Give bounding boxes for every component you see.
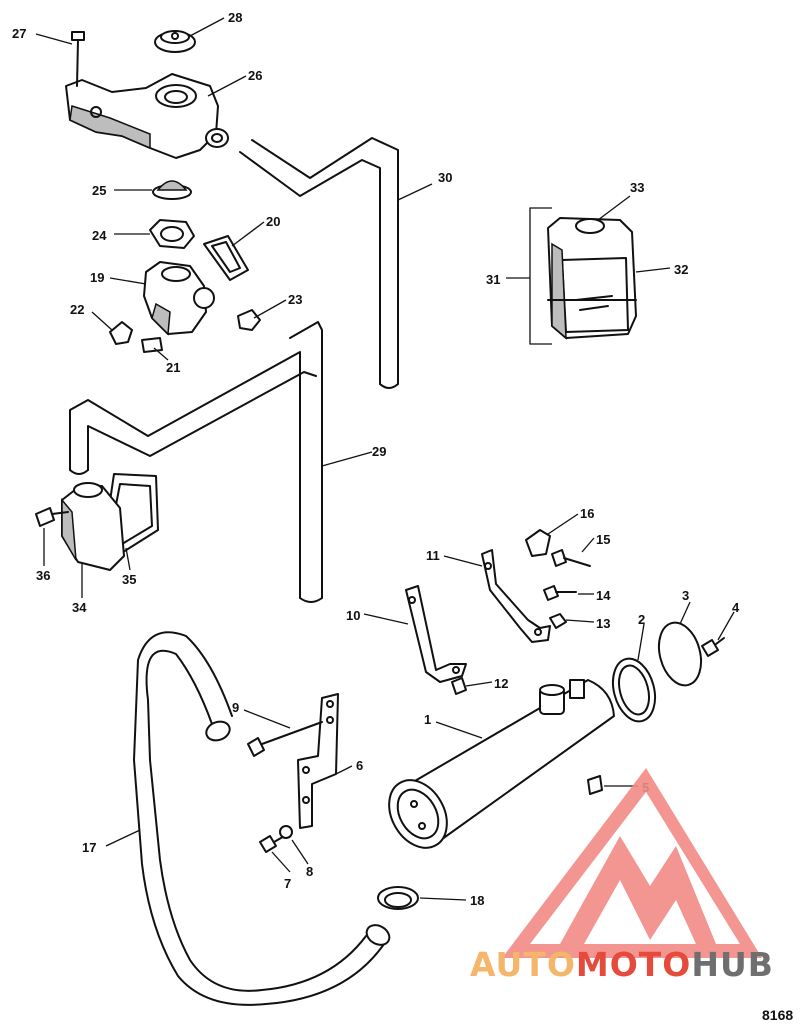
watermark-moto: MOTO (576, 945, 691, 984)
callout-17: 17 (82, 840, 96, 855)
callout-23: 23 (288, 292, 302, 307)
hose-30 (239, 137, 399, 389)
callout-30: 30 (438, 170, 452, 185)
fitting-23 (237, 309, 261, 331)
gasket-20 (203, 235, 249, 281)
callout-28: 28 (228, 10, 242, 25)
callout-35: 35 (122, 572, 136, 587)
callout-6: 6 (356, 758, 363, 773)
reservoir-cap-33 (575, 218, 605, 234)
pressure-cap-28 (154, 30, 196, 53)
coolant-reservoir-32 (547, 217, 637, 340)
drain-plug-5 (587, 775, 603, 795)
hose-17 (133, 631, 391, 1006)
callout-2: 2 (638, 612, 645, 627)
callout-1: 1 (424, 712, 431, 727)
callout-24: 24 (92, 228, 107, 243)
gasket-2 (611, 657, 657, 723)
bracket-31-brace (529, 207, 552, 345)
heat-exchanger-1 (388, 679, 615, 849)
callout-19: 19 (90, 270, 104, 285)
screw-14 (543, 585, 577, 601)
spacer-16 (525, 529, 551, 557)
hose-clamp-18 (377, 886, 419, 910)
callout-labels: 1 2 3 4 5 6 7 8 9 10 11 12 13 14 15 16 1… (12, 10, 740, 908)
gasket-24 (149, 219, 195, 249)
callout-25: 25 (92, 183, 106, 198)
callout-14: 14 (596, 588, 611, 603)
callout-21: 21 (166, 360, 180, 375)
bracket-6 (297, 693, 339, 829)
callout-33: 33 (630, 180, 644, 195)
watermark-logo-inner-mark (560, 836, 716, 944)
plug-22 (109, 321, 133, 345)
watermark-hub: HUB (691, 945, 774, 984)
water-outlet-34 (61, 482, 125, 571)
bracket-11 (481, 549, 551, 643)
automotohub-logo (502, 768, 762, 958)
callout-32: 32 (674, 262, 688, 277)
callout-3: 3 (682, 588, 689, 603)
callout-18: 18 (470, 893, 484, 908)
hose-29 (69, 321, 323, 603)
thermostat-housing-19 (143, 261, 215, 336)
bolt-7 (259, 833, 289, 853)
callout-10: 10 (346, 608, 360, 623)
screw-15 (551, 549, 591, 567)
end-cap-3 (657, 621, 703, 687)
callout-27: 27 (12, 26, 26, 41)
callout-31: 31 (486, 272, 500, 287)
callout-34: 34 (72, 600, 87, 615)
callout-22: 22 (70, 302, 84, 317)
callout-9: 9 (232, 700, 239, 715)
screw-4 (701, 637, 725, 657)
callout-7: 7 (284, 876, 291, 891)
callout-29: 29 (372, 444, 386, 459)
bolt-36 (35, 507, 69, 527)
callout-36: 36 (36, 568, 50, 583)
washer-8 (279, 825, 293, 839)
thermostat-25 (152, 180, 192, 200)
callout-26: 26 (248, 68, 262, 83)
screw-12 (451, 677, 467, 695)
thermostat-housing-26 (65, 73, 229, 159)
bracket-10 (405, 585, 467, 683)
screw-21 (141, 337, 163, 353)
callout-13: 13 (596, 616, 610, 631)
watermark-auto: AUTO (470, 945, 576, 984)
callout-4: 4 (732, 600, 740, 615)
drawing-number: 8168 (762, 1007, 793, 1023)
callout-15: 15 (596, 532, 610, 547)
leader-lines (35, 17, 735, 901)
nut-13 (549, 613, 567, 629)
watermark-text: AUTOMOTOHUB (470, 945, 774, 984)
bolt-27 (71, 31, 85, 87)
callout-11: 11 (426, 548, 440, 563)
callout-16: 16 (580, 506, 594, 521)
bolt-9 (247, 721, 323, 757)
callout-12: 12 (494, 676, 508, 691)
callout-8: 8 (306, 864, 313, 879)
callout-20: 20 (266, 214, 280, 229)
